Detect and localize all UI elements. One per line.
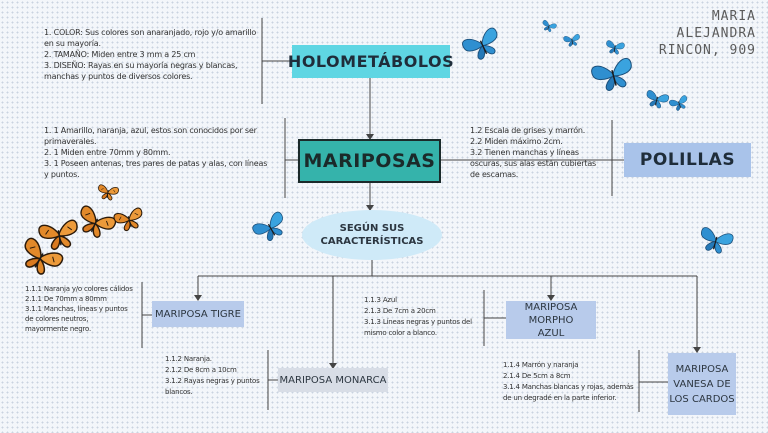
node-mariposa-vanesa: MARIPOSA VANESA DE LOS CARDOS bbox=[668, 353, 736, 415]
author-line-1: MARIA bbox=[711, 9, 756, 24]
note-line: 1. 1 Amarillo, naranja, azul, estos son … bbox=[44, 126, 257, 135]
node-mariposas: MARIPOSAS bbox=[298, 139, 441, 183]
node-mariposa-tigre: MARIPOSA TIGRE bbox=[152, 301, 244, 327]
node-segun-caracteristicas: SEGÚN SUS CARACTERÍSTICAS bbox=[302, 210, 442, 260]
blue-butterfly-icon bbox=[696, 226, 735, 257]
node-polillas: POLILLAS bbox=[624, 143, 751, 177]
note-line: 2. 1 Miden entre 70mm y 80mm. bbox=[44, 148, 171, 157]
segun-line-1: SEGÚN SUS bbox=[339, 223, 405, 234]
note-line: de colores neutros, bbox=[25, 315, 89, 323]
morpho-line-2: AZUL bbox=[537, 327, 565, 339]
note-line: 3.1.1 Manchas, líneas y puntos bbox=[25, 305, 128, 313]
note-line: en su mayoría. bbox=[44, 39, 101, 48]
blue-butterfly-icon bbox=[644, 89, 670, 111]
blue-butterfly-icon bbox=[589, 56, 638, 94]
note-line: 2. TAMAÑO: Miden entre 3 mm a 25 cm bbox=[44, 50, 196, 59]
note-line: oscuras, sus alas están cubiertas bbox=[470, 159, 596, 168]
orange-butterfly-icon bbox=[96, 184, 120, 202]
note-line: de un degradé en la parte inferior. bbox=[503, 394, 617, 402]
note-line: 3.2 Tienen manchas y líneas bbox=[470, 148, 579, 157]
blue-butterfly-icon bbox=[562, 33, 582, 48]
note-line: 2.1.2 De 8cm a 10cm bbox=[165, 366, 237, 374]
note-tigre: 1.1.1 Naranja y/o colores cálidos 2.1.1 … bbox=[25, 284, 140, 334]
note-vanesa: 1.1.4 Marrón y naranja 2.1.4 De 5cm a 8c… bbox=[503, 360, 637, 404]
note-line: 3.1.2 Rayas negras y puntos bbox=[165, 377, 260, 385]
note-line: 2.1.1 De 70mm a 80mm bbox=[25, 295, 107, 303]
blue-butterfly-icon bbox=[668, 94, 690, 113]
note-line: 3.1.4 Manchas blancas y rojas, además bbox=[503, 383, 634, 391]
vanesa-line-3: LOS CARDOS bbox=[669, 393, 735, 405]
author-name: MARIA ALEJANDRA RINCON, 909 bbox=[659, 8, 756, 59]
node-tigre-label: MARIPOSA TIGRE bbox=[155, 308, 241, 320]
note-holometabolos: 1. COLOR: Sus colores son anaranjado, ro… bbox=[44, 27, 259, 82]
segun-line-2: CARACTERÍSTICAS bbox=[320, 236, 424, 247]
note-monarca: 1.1.2 Naranja. 2.1.2 De 8cm a 10cm 3.1.2… bbox=[165, 354, 267, 398]
vanesa-line-1: MARIPOSA bbox=[675, 363, 729, 375]
note-line: 3. 1 Poseen antenas, tres pares de patas… bbox=[44, 159, 268, 168]
note-polillas: 1.2 Escala de grises y marrón. 2.2 Miden… bbox=[470, 125, 610, 180]
node-mariposas-label: MARIPOSAS bbox=[303, 150, 436, 172]
note-line: manchas y puntos de diversos colores. bbox=[44, 72, 193, 81]
note-line: y puntos. bbox=[44, 170, 80, 179]
note-line: de escamas. bbox=[470, 170, 519, 179]
note-line: primaverales. bbox=[44, 137, 97, 146]
vanesa-line-2: VANESA DE bbox=[673, 378, 731, 390]
note-line: 1.1.1 Naranja y/o colores cálidos bbox=[25, 285, 133, 293]
author-line-2: ALEJANDRA bbox=[676, 26, 756, 41]
node-monarca-label: MARIPOSA MONARCA bbox=[279, 374, 387, 386]
note-line: 2.2 Miden máximo 2cm. bbox=[470, 137, 563, 146]
blue-butterfly-icon bbox=[462, 25, 502, 64]
note-line: blancos. bbox=[165, 388, 193, 396]
note-line: 2.1.4 De 5cm a 8cm bbox=[503, 372, 571, 380]
node-polillas-label: POLILLAS bbox=[639, 150, 736, 170]
author-line-3: RINCON, 909 bbox=[658, 43, 756, 58]
blue-butterfly-icon bbox=[250, 210, 290, 244]
note-line: mismo color a blanco. bbox=[364, 329, 437, 337]
note-line: 2.1.3 De 7cm a 20cm bbox=[364, 307, 436, 315]
blue-butterfly-icon bbox=[540, 19, 558, 34]
note-line: 1.1.2 Naranja. bbox=[165, 355, 212, 363]
node-mariposa-monarca: MARIPOSA MONARCA bbox=[278, 368, 388, 392]
note-line: 1. COLOR: Sus colores son anaranjado, ro… bbox=[44, 28, 257, 37]
note-line: 1.1.3 Azul bbox=[364, 296, 397, 304]
morpho-line-1: MARIPOSA MORPHO bbox=[524, 301, 578, 326]
note-line: 3.1.3 Líneas negras y puntos del bbox=[364, 318, 472, 326]
note-line: mayormente negro. bbox=[25, 325, 92, 333]
orange-butterfly-icon bbox=[16, 236, 66, 278]
note-line: 1.2 Escala de grises y marrón. bbox=[470, 126, 586, 135]
note-morpho: 1.1.3 Azul 2.1.3 De 7cm a 20cm 3.1.3 Lín… bbox=[364, 295, 482, 339]
node-holometabolos: HOLOMETÁBOLOS bbox=[288, 45, 454, 78]
note-line: 1.1.4 Marrón y naranja bbox=[503, 361, 579, 369]
node-holometabolos-label: HOLOMETÁBOLOS bbox=[287, 52, 455, 71]
node-mariposa-morpho: MARIPOSA MORPHO AZUL bbox=[506, 301, 596, 339]
note-mariposas: 1. 1 Amarillo, naranja, azul, estos son … bbox=[44, 125, 284, 180]
note-line: 3. DISEÑO: Rayas en su mayoría negras y … bbox=[44, 61, 238, 70]
orange-butterfly-icon bbox=[112, 206, 146, 234]
